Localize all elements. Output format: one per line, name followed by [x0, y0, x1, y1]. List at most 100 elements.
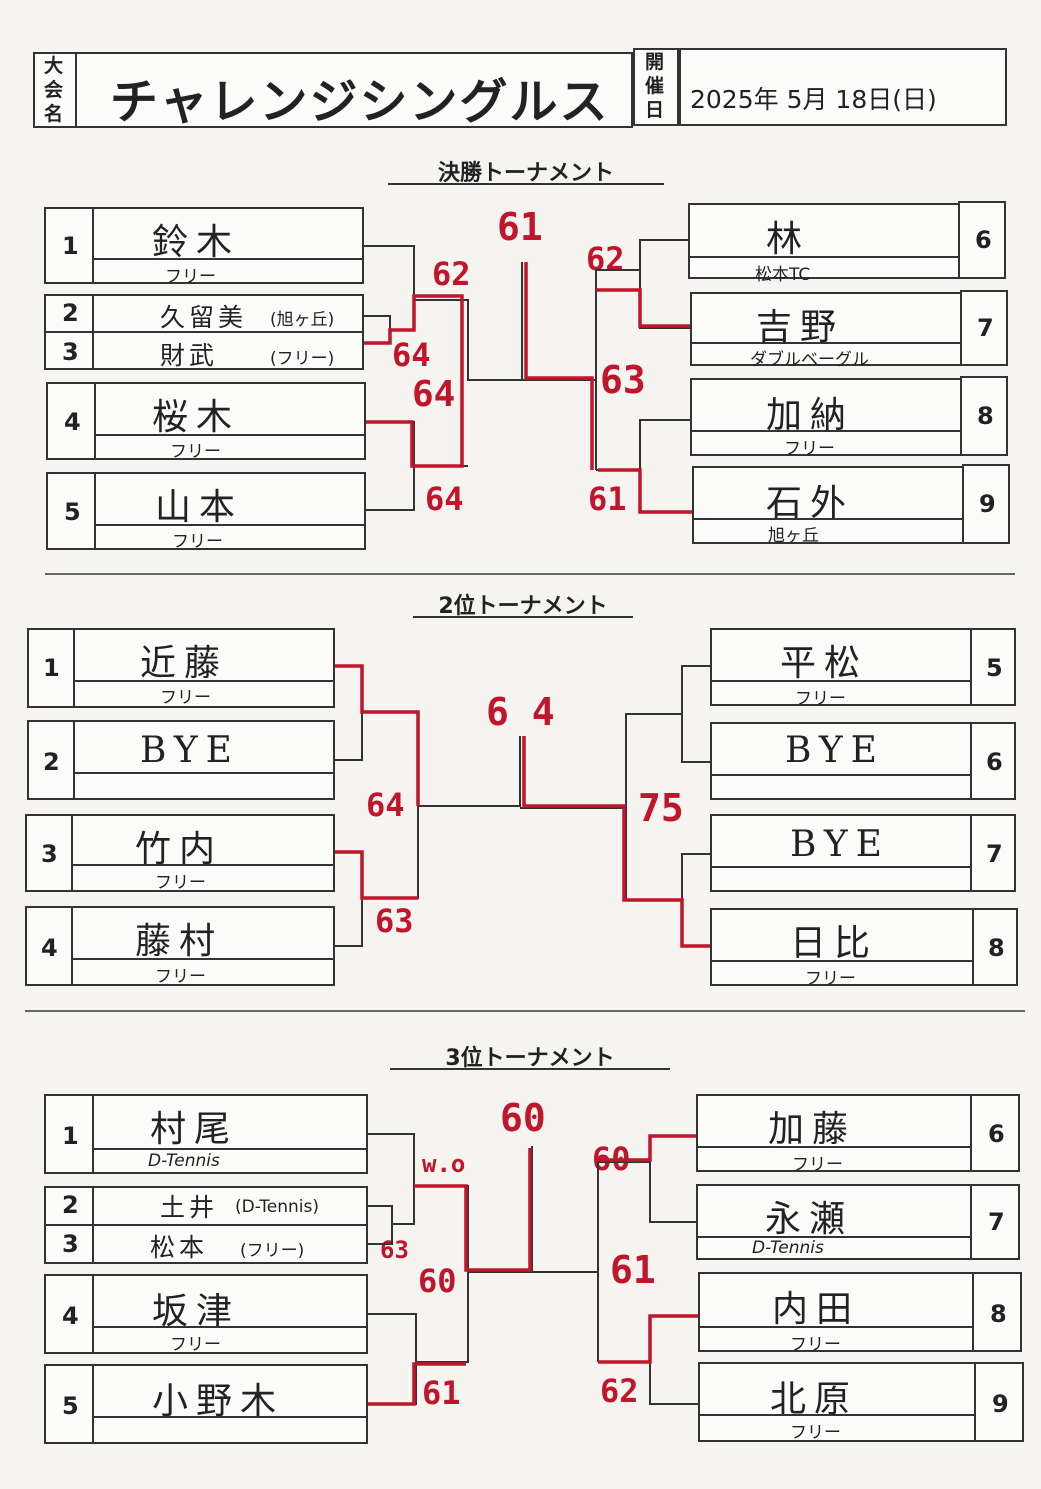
final-player-name-7: 吉野 [756, 307, 845, 348]
third-left-name-block-1 [92, 1094, 368, 1174]
final-seed-2: 2 [62, 299, 79, 327]
final-score-left-r1: 64 [392, 336, 431, 374]
divider [710, 774, 972, 776]
divider [92, 258, 364, 260]
second-player-aff-1: フリー [160, 688, 211, 708]
second-player-name-8: 日比 [790, 923, 879, 964]
third-left-seed-block-5 [44, 1364, 94, 1444]
second-right-seed-block-5 [970, 628, 1016, 706]
final-seed-3: 3 [62, 338, 79, 366]
third-player-aff-1: D-Tennis [148, 1151, 220, 1171]
second-player-name-4: 藤村 [135, 921, 224, 962]
second-player-name-5: 平松 [780, 643, 869, 684]
second-player-name-7: BYE [790, 824, 890, 865]
divider [92, 1326, 368, 1328]
third-right-seed-block-7 [970, 1184, 1020, 1260]
third-player-aff-9: フリー [790, 1423, 841, 1443]
final-seed-1: 1 [62, 232, 79, 260]
final-player-aff-1: フリー [165, 267, 216, 287]
third-left-name-block-5 [92, 1364, 368, 1444]
third-right-name-block-6 [696, 1094, 972, 1172]
third-seed-2: 2 [62, 1191, 79, 1219]
divider [44, 1224, 368, 1226]
divider [73, 680, 335, 682]
second-score-right-semi: 75 [638, 786, 684, 830]
final-right-name-block-7 [690, 292, 962, 366]
third-seed-7: 7 [988, 1208, 1005, 1236]
divider [710, 680, 972, 682]
second-seed-4: 4 [41, 934, 58, 962]
third-seed-5: 5 [62, 1392, 79, 1420]
final-score-right-semi: 63 [600, 358, 646, 402]
divider [696, 1236, 972, 1238]
event-date: 2025年 5月 18日(日) [690, 85, 937, 114]
divider [692, 518, 964, 520]
divider [696, 1146, 972, 1148]
second-right-name-block-6 [710, 722, 972, 800]
second-right-name-block-5 [710, 628, 972, 706]
header-date-label-cell [633, 48, 679, 126]
final-player-name-1: 鈴木 [152, 222, 241, 263]
header-date-cell [679, 48, 1007, 126]
header-event-name-cell [75, 52, 633, 128]
final-tournament-title: 決勝トーナメント [388, 155, 664, 186]
third-player-name-8: 内田 [772, 1289, 861, 1330]
third-player-aff-4: フリー [170, 1335, 221, 1355]
second-seed-1: 1 [43, 654, 60, 682]
divider [92, 1148, 368, 1150]
final-seed-6: 6 [975, 226, 992, 254]
final-player-aff-9: 旭ヶ丘 [768, 526, 819, 546]
second-player-aff-5: フリー [795, 689, 846, 709]
second-right-seed-block-7 [970, 814, 1016, 892]
second-left-seed-block-1 [27, 628, 75, 708]
third-score-left-semi: 60 [418, 1262, 457, 1300]
final-score-right-r1b: 61 [588, 480, 627, 518]
separator-1 [45, 573, 1015, 575]
divider [690, 342, 962, 344]
second-right-seed-block-6 [970, 722, 1016, 800]
final-left-name-block-4 [94, 382, 366, 460]
divider [94, 524, 366, 526]
event-name: チャレンジシングルス [110, 74, 610, 130]
final-player-aff-8: フリー [784, 439, 835, 459]
second-seed-5: 5 [986, 654, 1003, 682]
second-right-name-block-8 [710, 908, 974, 986]
divider [688, 256, 960, 258]
third-score-left-r2a: w.o [422, 1150, 466, 1178]
divider [92, 1416, 368, 1418]
divider [94, 434, 366, 436]
final-player-name-3: 財武 [160, 341, 219, 370]
third-player-aff-3: (フリー) [240, 1241, 305, 1261]
second-left-name-block-2 [73, 720, 335, 800]
final-player-name-9: 石外 [766, 483, 855, 524]
third-score-left-r2b: 61 [422, 1374, 461, 1412]
third-seed-9: 9 [992, 1390, 1009, 1418]
third-right-name-block-8 [698, 1272, 974, 1352]
third-player-name-5: 小野木 [152, 1381, 285, 1422]
final-right-seed-block-8 [960, 376, 1008, 456]
second-seed-8: 8 [988, 934, 1005, 962]
event-label: 大会名 [44, 55, 64, 125]
final-player-name-5: 山本 [155, 487, 244, 528]
final-player-aff-5: フリー [172, 532, 223, 552]
second-right-seed-block-8 [972, 908, 1018, 986]
third-right-seed-block-8 [972, 1272, 1022, 1352]
divider [71, 958, 335, 960]
third-player-name-2: 土井 [160, 1193, 219, 1222]
third-right-seed-block-9 [974, 1362, 1024, 1442]
divider [710, 866, 972, 868]
final-seed-4: 4 [64, 408, 81, 436]
final-player-aff-4: フリー [170, 442, 221, 462]
final-right-seed-block-7 [960, 290, 1008, 366]
final-score-left-r2b: 64 [412, 374, 456, 415]
second-player-aff-8: フリー [805, 969, 856, 989]
second-score-left-r1: 63 [375, 902, 414, 940]
second-player-name-6: BYE [785, 730, 885, 771]
second-left-name-block-1 [73, 628, 335, 708]
second-left-seed-block-3 [25, 814, 73, 892]
second-player-aff-4: フリー [155, 967, 206, 987]
third-player-name-4: 坂津 [152, 1291, 241, 1332]
third-score-right-r1b: 62 [600, 1372, 639, 1410]
third-tournament-title: 3位トーナメント [390, 1040, 670, 1071]
